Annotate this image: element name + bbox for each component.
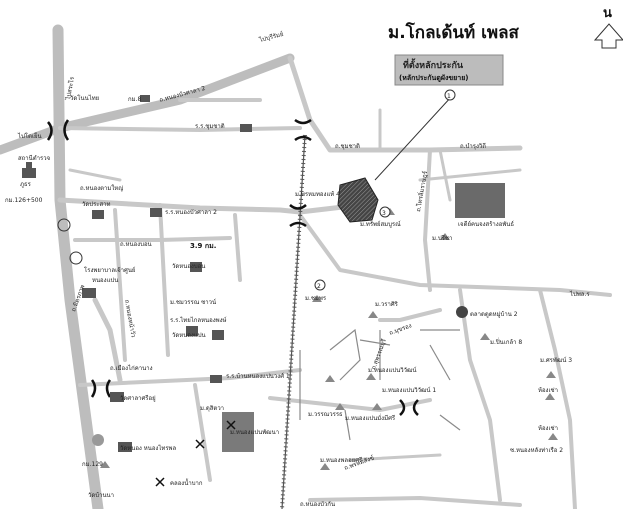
place-label: ม.ชมพร [305, 295, 327, 302]
place-label: ม.ดุสิตวา [200, 405, 224, 412]
place-label: ห้องเช่า [538, 387, 558, 394]
place-label: ม.หนองพลอยศรี [320, 456, 363, 464]
road-label: ถ.เมืองไก่คานาง [110, 364, 153, 372]
place-label: วัดบ้านนา [88, 492, 114, 499]
page-title: ม.โกลเด้นท์ เพลส [388, 22, 520, 43]
place-label: ม.ปิ่นเกล้า 8 [490, 338, 522, 346]
pointer-line [374, 95, 453, 181]
place-label: ม.วรรณวรรธ [308, 411, 343, 418]
place-label: ม.หนองแปนวิวัฒน์ [368, 366, 417, 374]
road-label: ถ.ชุมชาติ [335, 143, 360, 150]
north-arrow-icon [593, 23, 623, 49]
road-label: ถ.หนองบัวกัน [300, 501, 335, 508]
building-icons [22, 95, 505, 452]
place-label: วัดหนองแปน [172, 332, 206, 339]
place-label: ร.ร.ชุมชาติ [195, 123, 225, 130]
place-label: ม.ทรัพย์สมบูรณ์ [360, 220, 401, 228]
place-label: หนองแปน [92, 277, 118, 284]
place-label: ม.หนองแปนวิวัฒน์ 1 [382, 386, 436, 394]
secondary-roads [57, 55, 612, 509]
collateral-line2: (หลักประกันดูผังขยาย) [399, 74, 469, 83]
place-label: กม.129 [82, 461, 103, 468]
road-label: ถ.มุขรอง [388, 322, 412, 337]
railway [280, 134, 307, 509]
place-label: ร.ร.บ้านหนองแปนวงศ์ 1 [226, 372, 290, 380]
place-label: คลองน้ำบาก [170, 477, 203, 487]
marker-1: 1 [447, 93, 451, 100]
number-markers [314, 89, 456, 291]
highway-main [52, 24, 104, 509]
marker-2: 2 [317, 283, 321, 290]
road-label: ไปพล.ร [569, 290, 590, 298]
place-label: ม.หนองแปนพัฒนา [230, 429, 279, 436]
bridge-markers [46, 118, 419, 416]
road-label: ไปบุรีรัมย์ [257, 30, 284, 44]
place-label: ม.วราศิริ [375, 301, 399, 308]
road-label: ถ.บำรุงวิถี [460, 142, 486, 150]
road-label: ไปโตเย็น [17, 131, 42, 140]
place-label: ภูธร [20, 181, 32, 188]
place-label: โรงพยาบาลเจ้าศูนย์ [84, 266, 135, 274]
place-label: ตลาดดูดหมู่บ้าน 2 [470, 311, 518, 318]
place-label: ร.ร.ไทยไกลหนองพงษ์ [170, 316, 227, 324]
subject-plot [337, 177, 379, 223]
place-label: ม.ปรีชา [432, 234, 452, 242]
place-label: เจดีย์คนจงสร้างอพันธ์ [458, 220, 514, 228]
place-label: วัดหนอง หนองไทรพล [120, 444, 177, 452]
place-label: วัดศาลาศรีอยู่ [120, 394, 156, 402]
soi-lines [299, 328, 461, 441]
road-label: ถ.หนองบอน [120, 241, 152, 248]
place-label: วัดประสาท [82, 201, 111, 208]
collateral-line1: ที่ตั้งหลักประกัน [403, 58, 464, 71]
village-pins [100, 208, 558, 470]
marker-3: 3 [382, 210, 386, 217]
place-label: ร.ร.หนองบัวศาลา 2 [165, 209, 217, 216]
place-label: วัดโนนไทย [70, 94, 99, 102]
north-label: น [603, 6, 612, 21]
place-label: ม.พรหมทองแท้ 4 [295, 191, 340, 198]
round-icons [57, 218, 468, 446]
place-label: กม.126+500 [5, 197, 43, 204]
road-label: ถ.หนองตามใหญ่ [80, 184, 123, 192]
place-label: วัดหนองบอน [172, 263, 205, 270]
place-label: กม.8 [128, 96, 141, 103]
distance-label: 3.9 กม. [190, 242, 216, 250]
place-label: ห้องเช่า [538, 425, 558, 432]
highway-upper-diag [0, 53, 295, 155]
cross-marks [155, 420, 236, 487]
collateral-box [394, 54, 504, 86]
place-label: ม.ชมวรรณ ซาวน์ [170, 298, 216, 306]
place-label: ม.หนองแปนมั่งมีศรี [345, 414, 396, 422]
place-label: สถานีตำรวจ [18, 154, 50, 162]
place-label: ซ.หนองหลังท่าเรือ 2 [510, 446, 563, 454]
place-label: ม.ศรพัฒน์ 3 [540, 356, 572, 364]
